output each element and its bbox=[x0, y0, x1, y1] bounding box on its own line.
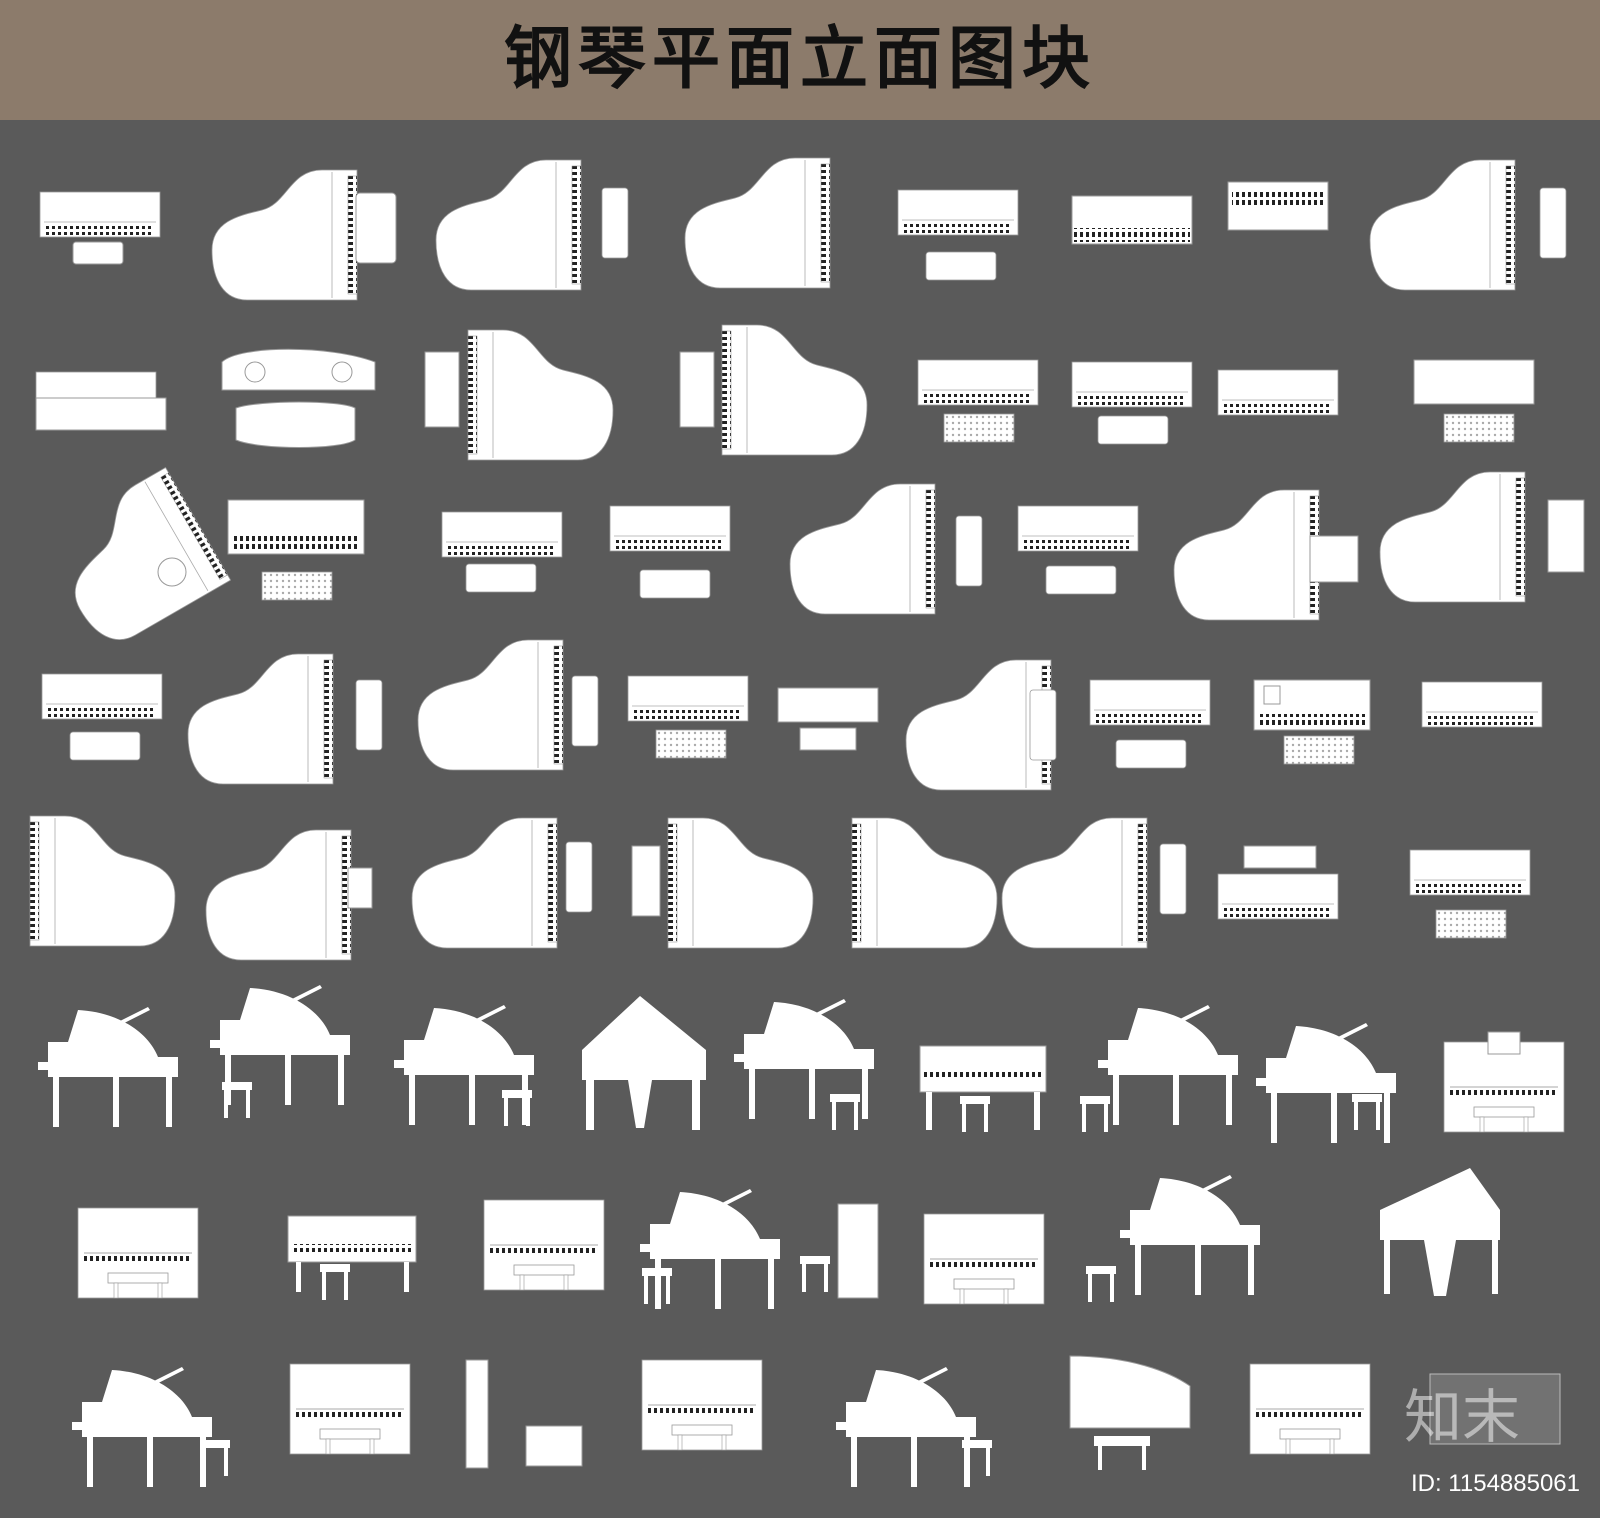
piano-block bbox=[1369, 159, 1567, 291]
piano-elevation bbox=[640, 1189, 780, 1309]
piano-elevation bbox=[1256, 1023, 1396, 1143]
piano-block bbox=[1379, 471, 1585, 603]
piano-elevation bbox=[582, 996, 706, 1130]
piano-elevation bbox=[287, 1215, 417, 1300]
piano-elevation bbox=[483, 1199, 605, 1291]
piano-block bbox=[187, 653, 383, 785]
piano-elevation bbox=[734, 999, 874, 1130]
piano-block bbox=[1017, 505, 1139, 595]
piano-elevation bbox=[1380, 1168, 1500, 1296]
piano-block bbox=[684, 157, 831, 289]
piano-elevation bbox=[1249, 1363, 1371, 1455]
piano-elevation bbox=[641, 1359, 763, 1451]
piano-elevation bbox=[289, 1363, 411, 1455]
piano-block bbox=[221, 348, 376, 448]
piano-block bbox=[39, 467, 231, 653]
piano-elevation bbox=[836, 1367, 992, 1487]
piano-block bbox=[227, 499, 365, 601]
piano-block bbox=[35, 371, 167, 431]
piano-elevation bbox=[72, 1367, 230, 1487]
piano-block bbox=[627, 675, 749, 759]
piano-elevation bbox=[800, 1203, 879, 1299]
title-banner bbox=[0, 0, 1600, 120]
piano-block bbox=[205, 829, 373, 961]
watermark-logo: 知末 bbox=[1404, 1383, 1521, 1451]
piano-block bbox=[39, 191, 161, 265]
piano-block bbox=[1421, 681, 1543, 728]
piano-block bbox=[1089, 679, 1211, 769]
piano-block bbox=[1409, 849, 1531, 939]
piano-block bbox=[789, 483, 983, 615]
piano-block bbox=[435, 159, 629, 291]
piano-block bbox=[417, 639, 599, 771]
piano-block bbox=[917, 359, 1039, 443]
piano-block bbox=[905, 659, 1057, 791]
piano-elevation bbox=[1443, 1031, 1565, 1133]
piano-block bbox=[631, 817, 814, 949]
piano-block bbox=[211, 169, 397, 301]
piano-block bbox=[441, 511, 563, 593]
piano-block bbox=[1413, 359, 1535, 443]
piano-elevation bbox=[465, 1359, 583, 1469]
piano-block bbox=[1001, 817, 1187, 949]
piano-block bbox=[1217, 369, 1339, 416]
piano-elevation bbox=[1069, 1355, 1191, 1470]
piano-elevation bbox=[394, 1005, 534, 1126]
piano-block bbox=[1071, 361, 1193, 445]
piano-block bbox=[1173, 489, 1359, 621]
piano-block bbox=[411, 817, 593, 949]
piano-block bbox=[1227, 181, 1329, 231]
piano-elevation bbox=[38, 1007, 178, 1127]
piano-block bbox=[897, 189, 1019, 281]
piano-block bbox=[424, 329, 614, 461]
piano-elevation bbox=[919, 1045, 1047, 1132]
piano-block bbox=[1253, 679, 1371, 765]
piano-elevation bbox=[1429, 1373, 1561, 1445]
piano-elevation bbox=[210, 985, 350, 1118]
piano-elevation bbox=[77, 1207, 199, 1299]
image-id-label: ID: 1154885061 bbox=[1410, 1470, 1580, 1497]
piano-block bbox=[1071, 195, 1193, 245]
piano-block bbox=[29, 815, 176, 947]
piano-block bbox=[851, 817, 998, 949]
piano-elevation bbox=[1080, 1005, 1238, 1132]
piano-block bbox=[1217, 845, 1339, 920]
piano-elevation bbox=[1086, 1175, 1260, 1302]
piano-block bbox=[41, 673, 163, 761]
piano-block bbox=[609, 505, 731, 599]
page-title: 钢琴平面立面图块 bbox=[503, 20, 1096, 99]
piano-block bbox=[679, 324, 868, 456]
piano-elevation bbox=[923, 1213, 1045, 1305]
piano-block bbox=[777, 687, 879, 751]
